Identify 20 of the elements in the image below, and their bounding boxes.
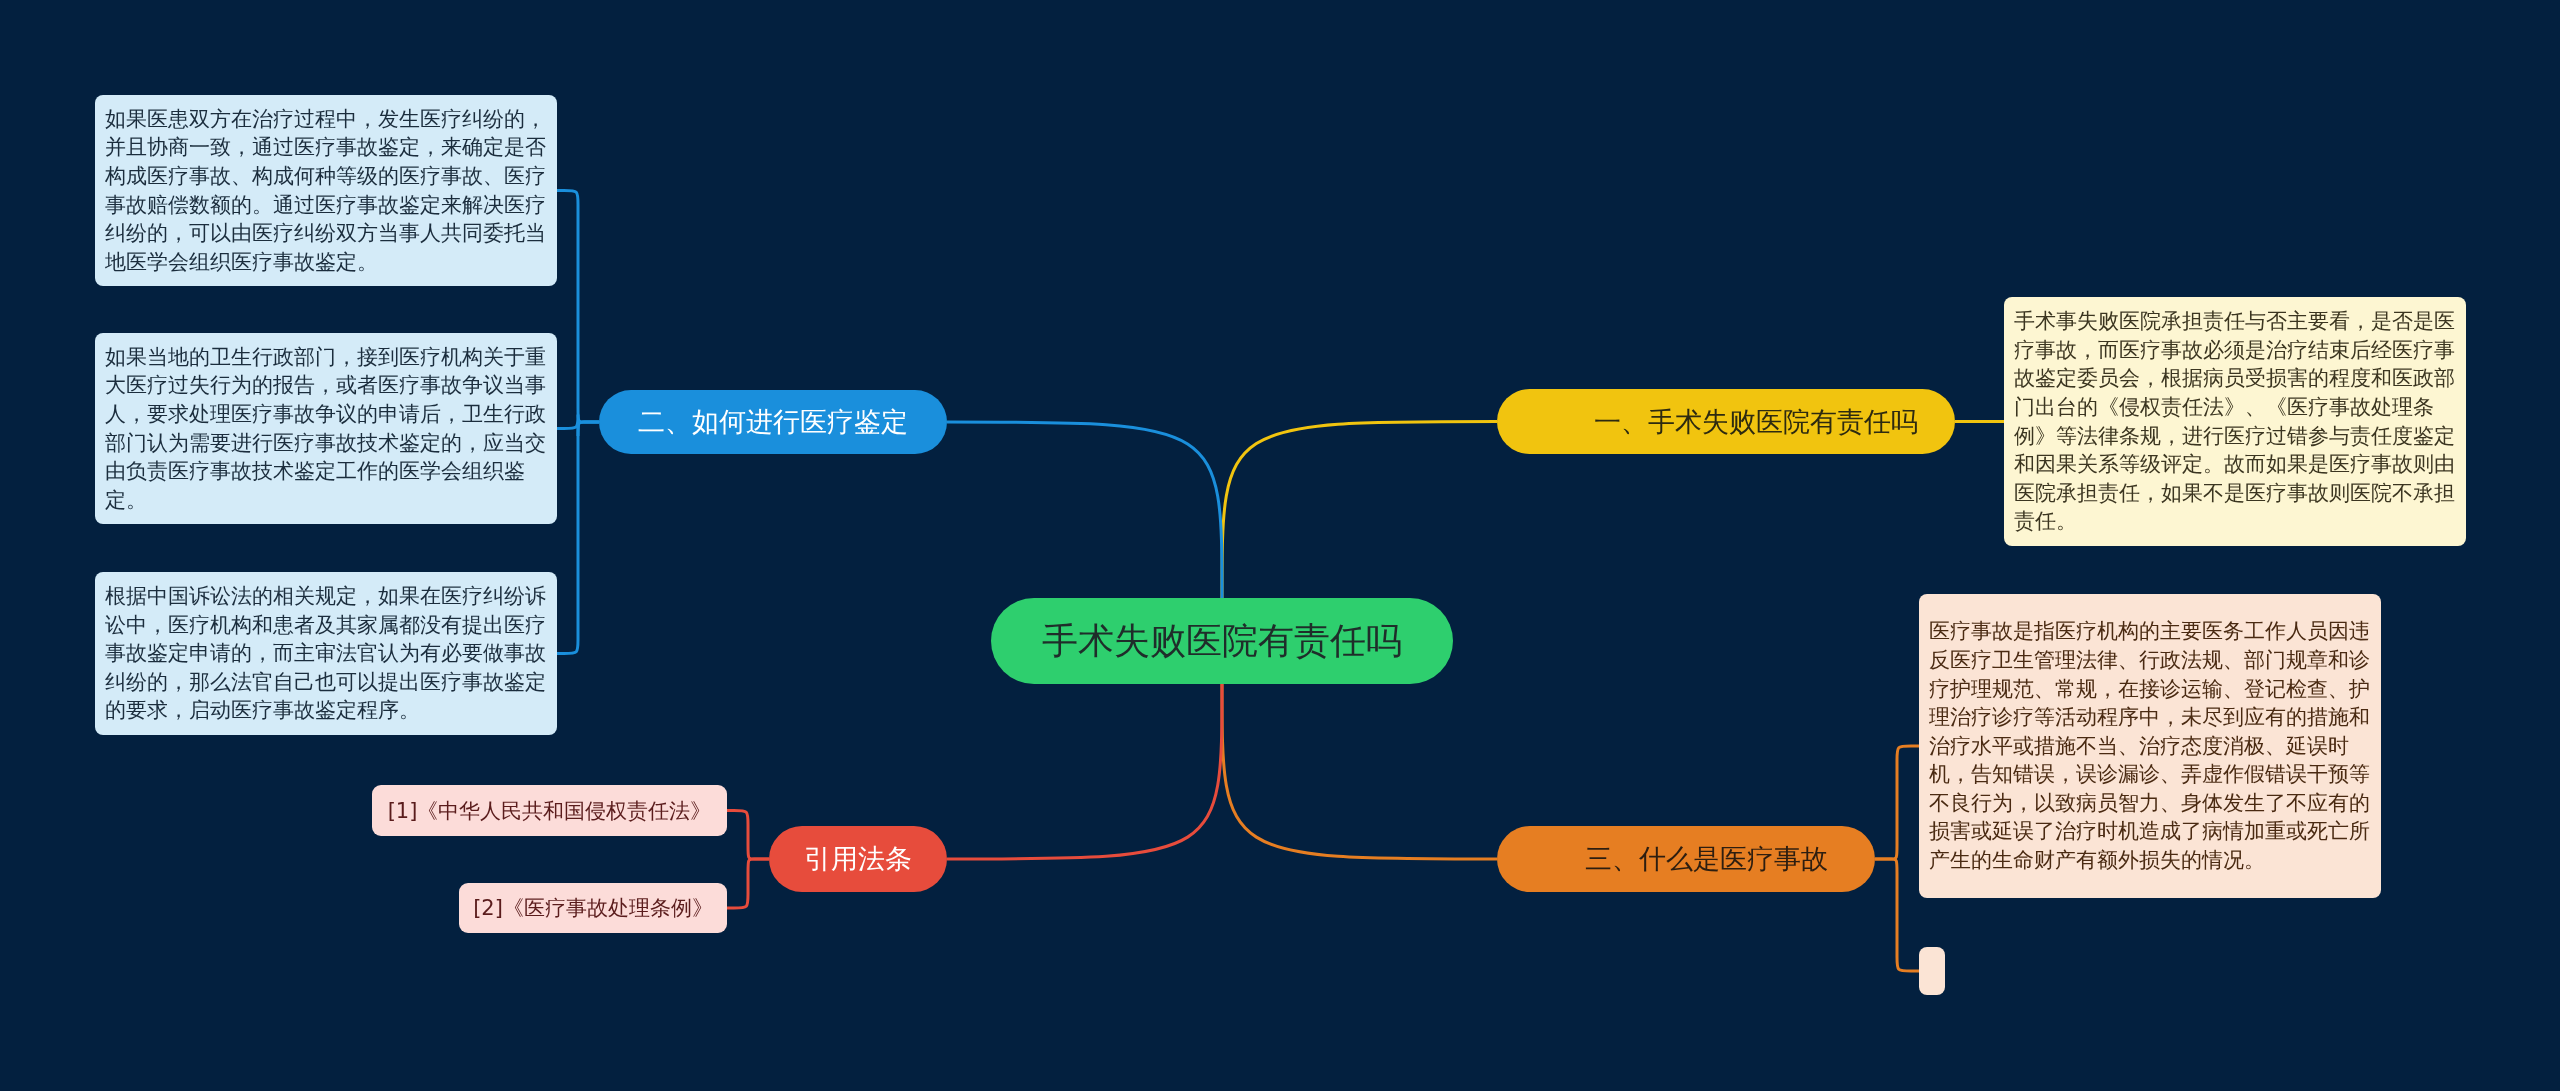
topic-box: 一、手术失败医院有责任吗 xyxy=(1497,389,1955,454)
note-card: 如果医患双方在治疗过程中，发生医疗纠纷的，并且协商一致，通过医疗事故鉴定，来确定是否构成医疗事故、构成何种等级的医疗事故、医疗事故赔偿数额的。通过医疗事故鉴定来解决医疗纠纷的，可以由医疗纠纷双方当事人共同委托当地医学会组织医疗事故鉴定。 xyxy=(95,95,557,286)
topic-box: 二、如何进行医疗鉴定 xyxy=(599,390,947,454)
connector-line xyxy=(947,420,1224,598)
connector-line xyxy=(1220,420,1497,598)
central-topic: 手术失败医院有责任吗 xyxy=(991,598,1453,684)
note-card: 根据中国诉讼法的相关规定，如果在医疗纠纷诉讼中，医疗机构和患者及其家属都没有提出医疗事故鉴定申请的，而主审法官认为有必要做事故纠纷的，那么法官自己也可以提出医疗事故鉴定的要求，启动医疗事故鉴定程序。 xyxy=(95,572,557,735)
note-card: 如果当地的卫生行政部门，接到医疗机构关于重大医疗过失行为的报告，或者医疗事故争议当事人，要求处理医疗事故争议的申请后，卫生行政部门认为需要进行医疗事故技术鉴定的，应当交由负责医疗事故技术鉴定工作的医学会组织鉴定。 xyxy=(95,333,557,524)
connector-line xyxy=(947,684,1224,861)
connector-line xyxy=(727,857,769,910)
note-card: 手术事失败医院承担责任与否主要看，是否是医疗事故，而医疗事故必须是治疗结束后经医疗事故鉴定委员会，根据病员受损害的程度和医政部门出台的《侵权责任法》、《医疗事故处理条例》等法律条规，进行医疗过错参与责任度鉴定和因果关系等级评定。故而如果是医疗事故则由医院承担责任，如果不是医疗事故则医院不承担责任。 xyxy=(2004,297,2466,546)
connector-line xyxy=(557,420,599,655)
note-card: 医疗事故是指医疗机构的主要医务工作人员因违反医疗卫生管理法律、行政法规、部门规章和诊疗护理规范、常规，在接诊运输、登记检查、护理治疗诊疗等活动程序中，未尽到应有的措施和治疗水平或措施不当、治疗态度消极、延误时机，告知错误，误诊漏诊、弄虚作假错误干预等不良行为，以致病员智力、身体发生了不应有的损害或延误了治疗时机造成了病情加重或死亡所产生的生命财产有额外损失的情况。 xyxy=(1919,594,2381,898)
topic-box: 三、什么是医疗事故 xyxy=(1497,826,1875,892)
topic-box: 引用法条 xyxy=(769,826,947,892)
connector-line xyxy=(1220,684,1497,861)
reference-box: [1]《中华人民共和国侵权责任法》 xyxy=(372,785,727,836)
connector-line xyxy=(1955,420,2004,423)
reference-box: [2]《医疗事故处理条例》 xyxy=(459,883,727,933)
empty-card xyxy=(1919,947,1945,995)
